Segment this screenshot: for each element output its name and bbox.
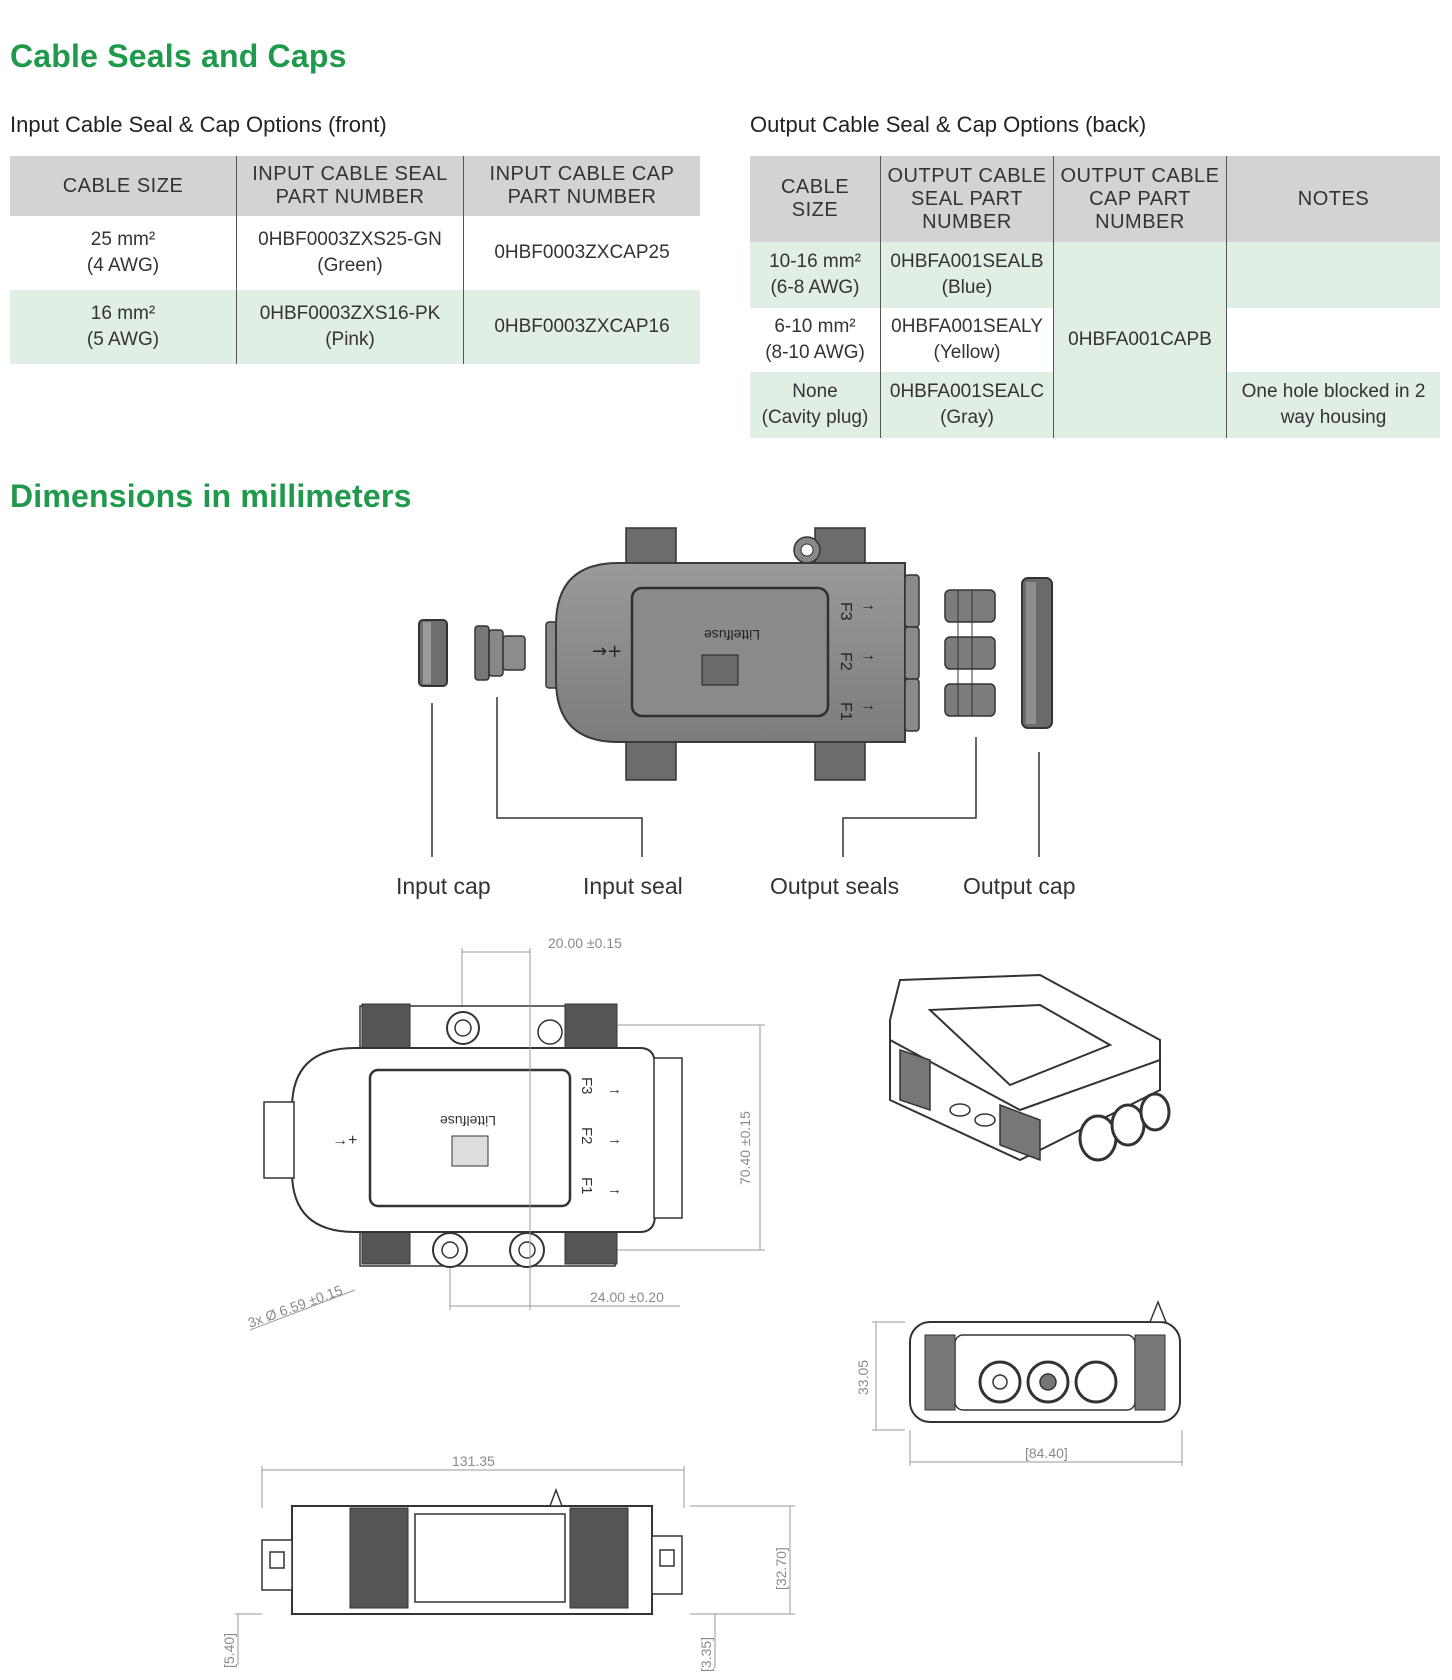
table-row: 10-16 mm² (6-8 AWG) 0HBFA001SEALB (Blue) 0…: [750, 242, 1440, 438]
cell-notes: [1226, 242, 1440, 308]
dim-side-left: [5.40]: [221, 1633, 237, 1668]
cell-notes: [1226, 308, 1440, 372]
seal-color: (Blue): [941, 277, 993, 298]
exploded-view: →+ Littelfuse F3 F2 F1 → → →: [418, 527, 1053, 857]
brand-logo-text-top: Littelfuse: [440, 1113, 496, 1129]
size-awg: (6-8 AWG): [770, 277, 860, 298]
header-seal-part: OUTPUT CABLE SEAL PART NUMBER: [880, 156, 1054, 242]
input-table-title: Input Cable Seal & Cap Options (front): [10, 112, 387, 137]
callout-leaders: [431, 697, 1040, 857]
cell-seal: 0HBFA001SEALY (Yellow): [880, 308, 1054, 372]
header-cable-size: CABLE SIZE: [10, 156, 237, 216]
seal-color: (Pink): [325, 329, 375, 350]
cell-seal: 0HBFA001SEALC (Gray): [880, 372, 1054, 438]
dim-end-width: [84.40]: [1025, 1445, 1068, 1461]
output-seal-table: CABLE SIZE OUTPUT CABLE SEAL PART NUMBER…: [750, 156, 1440, 438]
svg-text:→: →: [607, 1181, 622, 1198]
fuse-housing-part: →+ Littelfuse F3 F2 F1 → → →: [545, 527, 920, 781]
label-output-seals: Output seals: [770, 873, 900, 899]
cell-cap: 0HBF0003ZXCAP25: [463, 216, 700, 290]
header-cap-part: INPUT CABLE CAP PART NUMBER: [463, 156, 700, 216]
svg-text:→: →: [607, 1081, 622, 1098]
size-awg: (Cavity plug): [761, 407, 869, 428]
side-view-drawing: 131.35 [32.70] [5.40] [3.35]: [221, 1453, 795, 1672]
dim-side-height: [32.70]: [773, 1547, 789, 1590]
dim-side-right: [3.35]: [698, 1637, 714, 1672]
seal-part: 0HBFA001SEALB: [890, 251, 1044, 272]
size-awg: (4 AWG): [86, 255, 160, 276]
isometric-view-drawing: [889, 973, 1171, 1162]
size-value: 6-10 mm²: [774, 316, 856, 337]
output-seals-part: [944, 589, 996, 717]
size-value: None: [792, 381, 838, 402]
output-cap-part: [1021, 577, 1053, 729]
cell-cable-size: None (Cavity plug): [750, 372, 881, 438]
table-row: None (Cavity plug) 0HBFA001SEALC (Gray) On…: [750, 372, 1440, 438]
label-input-cap: Input cap: [396, 873, 491, 899]
svg-text:→: →: [860, 697, 876, 714]
cell-notes: One hole blocked in 2 way housing: [1226, 372, 1440, 438]
fuse-label-f2: F2: [837, 652, 854, 671]
section-title-seals: Cable Seals and Caps: [10, 38, 347, 74]
size-awg: (5 AWG): [86, 329, 160, 350]
fuse-label-f3-top: F3: [578, 1077, 595, 1095]
output-table-title: Output Cable Seal & Cap Options (back): [750, 112, 1147, 137]
label-output-cap: Output cap: [963, 873, 1076, 899]
cell-cable-size: 25 mm² (4 AWG): [10, 216, 237, 290]
header-cable-size: CABLE SIZE: [750, 156, 881, 242]
fuse-label-f1: F1: [837, 702, 854, 721]
fuse-label-f1-top: F1: [578, 1177, 595, 1195]
seal-part: 0HBF0003ZXS16-PK: [259, 303, 441, 324]
seal-part: 0HBF0003ZXS25-GN: [258, 229, 442, 250]
dim-bottom-width: 24.00 ±0.20: [590, 1289, 664, 1305]
seal-part: 0HBFA001SEALC: [889, 381, 1045, 402]
dim-end-height: 33.05: [855, 1360, 871, 1395]
table-header-row: CABLE SIZE OUTPUT CABLE SEAL PART NUMBER…: [750, 156, 1440, 242]
size-value: 10-16 mm²: [769, 251, 861, 272]
svg-text:→+: →+: [592, 641, 622, 662]
size-awg: (8-10 AWG): [765, 342, 865, 363]
dim-right-height: 70.40 ±0.15: [737, 1111, 753, 1185]
dim-side-length: 131.35: [452, 1453, 495, 1469]
size-value: 16 mm²: [90, 303, 156, 324]
header-notes: NOTES: [1226, 156, 1440, 242]
size-value: 25 mm²: [90, 229, 156, 250]
table-row: 6-10 mm² (8-10 AWG) 0HBFA001SEALY (Yellow): [750, 308, 1440, 372]
header-seal-part: INPUT CABLE SEAL PART NUMBER: [236, 156, 464, 216]
input-seal-part: [474, 625, 526, 681]
seal-part: 0HBFA001SEALY: [891, 316, 1043, 337]
svg-text:→: →: [607, 1131, 622, 1148]
table-row: 16 mm² (5 AWG) 0HBF0003ZXS16-PK (Pink) 0HB…: [10, 290, 700, 364]
section-title-dimensions: Dimensions in millimeters: [10, 478, 412, 514]
label-input-seal: Input seal: [583, 873, 683, 899]
input-cap-part: [418, 619, 448, 687]
header-cap-part: OUTPUT CABLE CAP PART NUMBER: [1053, 156, 1227, 242]
cell-cable-size: 16 mm² (5 AWG): [10, 290, 237, 364]
top-view-drawing: →+ Littelfuse F3 F2 F1 → → → 20.00 ±0.15…: [246, 935, 765, 1331]
end-view-drawing: 33.05 [84.40]: [855, 1299, 1183, 1466]
table-header-row: CABLE SIZE INPUT CABLE SEAL PART NUMBER …: [10, 156, 700, 216]
dim-hole-diameter: 3x Ø 6.59 ±0.15: [246, 1282, 345, 1331]
seal-color: (Green): [317, 255, 383, 276]
cell-seal: 0HBFA001SEALB (Blue): [880, 242, 1054, 308]
cell-seal: 0HBF0003ZXS16-PK (Pink): [236, 290, 464, 364]
cell-cap: 0HBF0003ZXCAP16: [463, 290, 700, 364]
table-row: 25 mm² (4 AWG) 0HBF0003ZXS25-GN (Green) 0H…: [10, 216, 700, 290]
svg-text:→: →: [860, 647, 876, 664]
cell-cable-size: 6-10 mm² (8-10 AWG): [750, 308, 881, 372]
seal-color: (Yellow): [933, 342, 1001, 363]
seal-color: (Gray): [940, 407, 994, 428]
cell-cable-size: 10-16 mm² (6-8 AWG): [750, 242, 881, 308]
svg-text:→+: →+: [332, 1132, 357, 1149]
fuse-label-f3: F3: [837, 602, 854, 621]
input-seal-table: CABLE SIZE INPUT CABLE SEAL PART NUMBER …: [10, 156, 700, 364]
cell-cap-shared: 0HBFA001CAPB: [1053, 242, 1227, 438]
fuse-label-f2-top: F2: [578, 1127, 595, 1145]
cell-seal: 0HBF0003ZXS25-GN (Green): [236, 216, 464, 290]
dim-top-width: 20.00 ±0.15: [548, 935, 622, 951]
svg-text:→: →: [860, 597, 876, 614]
brand-logo-text: Littelfuse: [704, 627, 760, 643]
